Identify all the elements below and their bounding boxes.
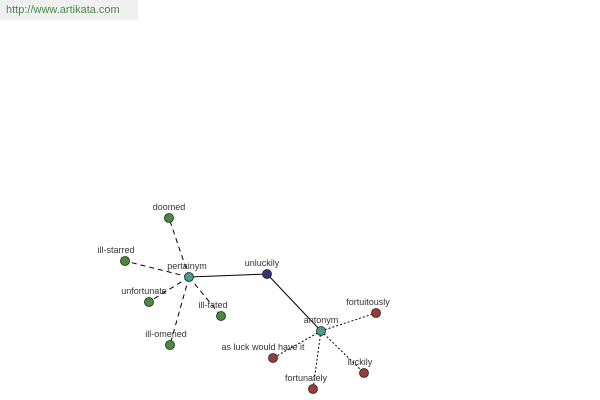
label-pertainym: pertainym [167,261,207,271]
label-ill-omened: ill-omened [145,329,187,339]
node-ill-fated[interactable] [216,311,226,321]
site-url-watermark: http://www.artikata.com [0,0,138,20]
label-unluckily: unluckily [245,258,280,268]
label-ill-starred: ill-starred [97,245,134,255]
label-antonym: antonym [304,315,339,325]
label-fortunately: fortunately [285,373,328,383]
node-as-luck-would-have-it[interactable] [268,353,278,363]
edge-pertainym-doomed [168,217,190,278]
node-ill-omened[interactable] [165,340,175,350]
label-unfortunate: unfortunate [121,286,167,296]
node-fortuitously[interactable] [371,308,381,318]
label-ill-fated: ill-fated [198,300,227,310]
edge-antonym-as-luck-would-have-it [272,330,322,359]
node-ill-starred[interactable] [120,256,130,266]
edge-antonym-fortuitously [320,312,377,332]
edge-unluckily-antonym [266,273,322,332]
node-unfortunate[interactable] [144,297,154,307]
label-luckily: luckily [348,357,373,367]
node-unluckily[interactable] [262,269,272,279]
label-fortuitously: fortuitously [346,297,390,307]
edge-unluckily-pertainym [188,273,268,278]
edge-pertainym-ill-starred [124,260,190,278]
node-luckily[interactable] [359,368,369,378]
edge-pertainym-ill-fated [188,276,222,317]
edge-pertainym-unfortunate [148,276,190,303]
node-antonym[interactable] [316,326,326,336]
label-as-luck-would-have-it: as luck would have it [221,342,305,352]
node-doomed[interactable] [164,213,174,223]
node-pertainym[interactable] [184,272,194,282]
edge-antonym-fortunately [312,330,322,390]
edge-pertainym-ill-omened [169,276,190,346]
label-doomed: doomed [153,202,186,212]
node-fortunately[interactable] [308,384,318,394]
